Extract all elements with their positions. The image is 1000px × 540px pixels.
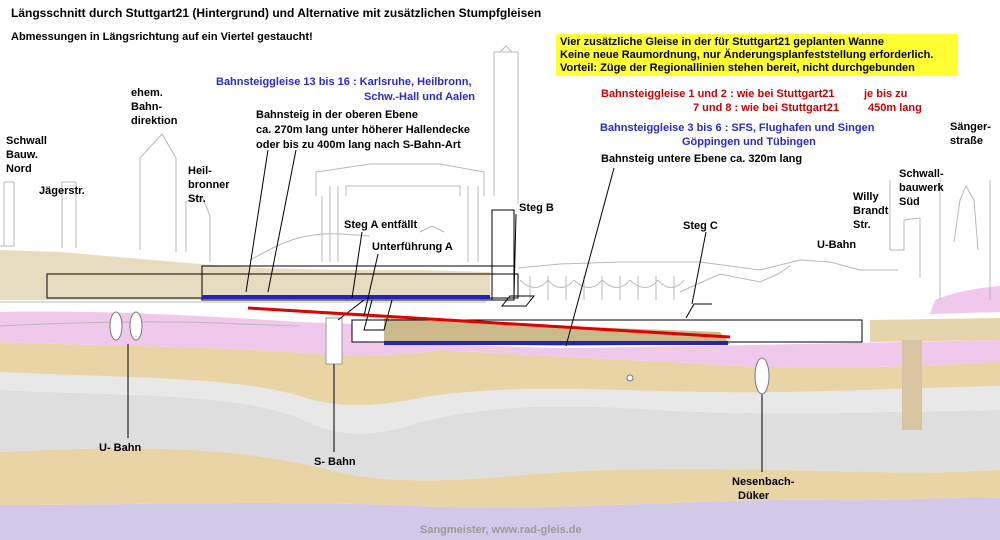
label-willy-brandt-1: Willy bbox=[853, 191, 879, 203]
label-willy-brandt-2: Brandt bbox=[853, 205, 889, 217]
leader-unterfuehrung-a bbox=[363, 253, 379, 317]
stratum-tan-middle bbox=[0, 342, 1000, 406]
label-schwall-nord-3: Nord bbox=[6, 163, 32, 175]
stratum-tan-deep bbox=[0, 448, 1000, 508]
stratum-surface bbox=[0, 250, 490, 300]
label-nesenbach-2: Düker bbox=[738, 490, 770, 502]
shaft-right bbox=[902, 340, 922, 430]
label-platform-3-6-2: Göppingen und Tübingen bbox=[682, 136, 816, 148]
stratum-brown-band bbox=[384, 318, 730, 346]
label-schwallbauwerk-sued-1: Schwall- bbox=[899, 168, 944, 180]
steg-c-shape bbox=[685, 303, 712, 319]
info-line-3: Vorteil: Züge der Regionallinien stehen … bbox=[560, 62, 915, 74]
label-jaegerstr: Jägerstr. bbox=[39, 185, 85, 197]
shaft-unterfuehrung bbox=[325, 317, 343, 365]
leader-steg-b bbox=[513, 213, 517, 297]
label-platform-13-16-2: Schw.-Hall und Aalen bbox=[364, 91, 476, 103]
steg-a-ramp bbox=[337, 299, 365, 321]
label-ubahn-left: U- Bahn bbox=[99, 442, 142, 454]
ubahn-tube-1 bbox=[109, 311, 123, 341]
label-steg-a: Steg A entfällt bbox=[344, 219, 418, 231]
label-platform-1-2-b: je bis zu bbox=[864, 88, 908, 100]
info-line-1: Vier zusätzliche Gleise in der für Stutt… bbox=[560, 36, 884, 48]
label-willy-brandt-3: Str. bbox=[853, 219, 871, 231]
label-upper-platform-3: oder bis zu 400m lang nach S-Bahn-Art bbox=[256, 139, 461, 151]
label-heilbronner-1: Heil- bbox=[188, 165, 212, 177]
label-schwallbauwerk-sued-3: Süd bbox=[899, 196, 920, 208]
label-steg-b: Steg B bbox=[519, 202, 554, 214]
steg-b-connector bbox=[500, 295, 536, 307]
stratum-pink bbox=[0, 311, 1000, 368]
label-schwallbauwerk-sued-2: bauwerk bbox=[899, 182, 944, 194]
label-heilbronner-3: Str. bbox=[188, 193, 206, 205]
label-lower-platform: Bahnsteig untere Ebene ca. 320m lang bbox=[601, 153, 803, 165]
stratum-pink-right bbox=[930, 286, 1000, 314]
label-saengerstrasse-2: straße bbox=[950, 135, 984, 147]
leader-steg-a bbox=[351, 231, 363, 299]
label-schwall-nord-2: Bauw. bbox=[6, 149, 38, 161]
label-bahndirektion-3: direktion bbox=[131, 115, 178, 127]
leader-upper-platform-2 bbox=[267, 149, 297, 293]
label-bahndirektion-2: Bahn- bbox=[131, 101, 163, 113]
label-ubahn-right: U-Bahn bbox=[817, 239, 857, 251]
info-box: Vier zusätzliche Gleise in der für Stutt… bbox=[556, 34, 958, 76]
leader-steg-c bbox=[691, 231, 707, 305]
stratum-grey-upper bbox=[0, 372, 1000, 434]
label-platform-1-2-a: Bahnsteiggleise 1 und 2 : wie bei Stuttg… bbox=[601, 88, 835, 100]
label-schwall-nord-1: Schwall bbox=[6, 135, 47, 147]
stratum-grey-lower bbox=[0, 390, 1000, 481]
label-bahndirektion-1: ehem. bbox=[131, 87, 163, 99]
label-platform-13-16-1: Bahnsteiggleise 13 bis 16 : Karlsruhe, H… bbox=[216, 76, 472, 88]
label-saengerstrasse-1: Sänger- bbox=[950, 121, 991, 133]
label-platform-7-8-b: 450m lang bbox=[868, 102, 922, 114]
diagram-subtitle: Abmessungen in Längsrichtung auf ein Vie… bbox=[11, 31, 313, 43]
stratum-purple bbox=[0, 497, 1000, 540]
label-upper-platform-1: Bahnsteig in der oberen Ebene bbox=[256, 109, 418, 121]
credit-text: Sangmeister, www.rad-gleis.de bbox=[420, 524, 582, 536]
background-outline bbox=[0, 45, 991, 327]
unterfuehrung-a-shape bbox=[363, 299, 393, 331]
info-line-2: Keine neue Raumordnung, nur Änderungspla… bbox=[560, 49, 934, 61]
label-upper-platform-2: ca. 270m lang unter höherer Hallendecke bbox=[256, 124, 470, 136]
nesenbach-tube bbox=[754, 357, 770, 395]
leader-lower-platform bbox=[565, 167, 615, 347]
label-platform-3-6-1: Bahnsteiggleise 3 bis 6 : SFS, Flughafen… bbox=[600, 122, 875, 134]
leader-lines bbox=[127, 149, 763, 472]
ubahn-tube-2 bbox=[129, 311, 143, 341]
label-nesenbach-1: Nesenbach- bbox=[732, 476, 795, 488]
label-platform-7-8-a: 7 und 8 : wie bei Stuttgart21 bbox=[693, 102, 840, 114]
label-heilbronner-2: bronner bbox=[188, 179, 230, 191]
red-through-track bbox=[247, 306, 731, 339]
stratum-tan-right bbox=[870, 318, 1000, 342]
steg-b-shaft bbox=[491, 209, 515, 301]
diagram-title: Längsschnitt durch Stuttgart21 (Hintergr… bbox=[11, 6, 542, 20]
label-steg-c: Steg C bbox=[683, 220, 718, 232]
label-sbahn: S- Bahn bbox=[314, 456, 356, 468]
small-tube bbox=[626, 374, 634, 382]
leader-upper-platform bbox=[245, 149, 269, 293]
label-unterfuehrung-a: Unterführung A bbox=[372, 241, 453, 253]
